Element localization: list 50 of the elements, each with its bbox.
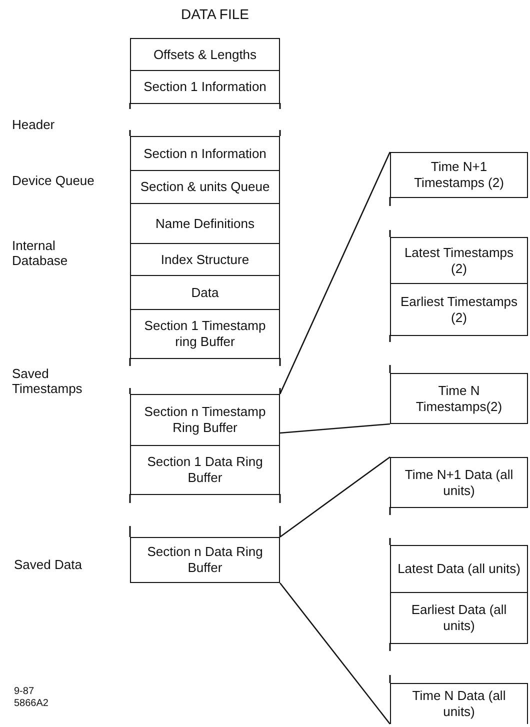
file-section-cell [130,170,280,204]
file-section-cell [130,537,280,583]
file-section-cell [130,275,280,310]
cell-text: Earliest Timestamps (2) [399,294,519,326]
cell-text: Section n Data Ring Buffer [146,544,264,576]
section-group-label: Internal Database [12,239,69,269]
file-section-cell [130,394,280,446]
cell-text: Section 1 Data Ring Buffer [146,454,264,486]
cell-text: Index Structure [160,252,250,268]
buffer-entry-cell [390,237,528,284]
cell-text: Name Definitions [156,216,254,232]
cell-text: Section n Information [144,146,266,162]
section-group-label: Header [12,118,56,133]
buffer-entry-cell [390,283,528,336]
cell-text: Section & units Queue [140,179,270,195]
buffer-entry-cell [390,457,528,508]
cell-text: Offsets & Lengths [153,46,257,62]
file-section-cell [130,203,280,244]
section-group-label: Device Queue [12,174,96,189]
cell-text: Time N Timestamps(2) [414,382,504,414]
cell-text: Latest Timestamps (2) [403,244,515,276]
file-section-cell [130,445,280,495]
cell-text: Earliest Data (all units) [410,602,508,634]
diagram-title: DATA FILE [180,6,250,22]
cell-text: Time N Data (all units) [411,688,507,720]
section-group-label: Saved Timestamps [12,367,84,397]
cell-text: Section n Timestamp Ring Buffer [143,404,267,436]
buffer-entry-cell [390,683,528,724]
connector-line [279,582,391,724]
cell-text: Latest Data (all units) [398,561,520,577]
cell-text: Section 1 Timestamp ring Buffer [143,318,267,350]
buffer-entry-cell [390,592,528,644]
file-section-cell [130,38,280,71]
connector-line [280,456,390,538]
figure-note: 5866A2 [14,698,50,710]
buffer-entry-cell [390,152,528,198]
file-section-cell [130,136,280,171]
file-section-cell [130,70,280,104]
cell-text: Data [191,284,219,300]
file-section-cell [130,309,280,359]
connector-line [279,152,391,394]
cell-text: Time N+1 Data (all units) [404,466,514,498]
connector-line [280,423,390,434]
buffer-entry-cell [390,545,528,593]
cell-text: Section 1 Information [144,79,266,95]
cell-text: Time N+1 Timestamps (2) [413,159,505,191]
section-group-label: Saved Data [14,558,83,573]
file-section-cell [130,243,280,276]
buffer-entry-cell [390,373,528,424]
figure-note: 9-87 [14,686,36,698]
